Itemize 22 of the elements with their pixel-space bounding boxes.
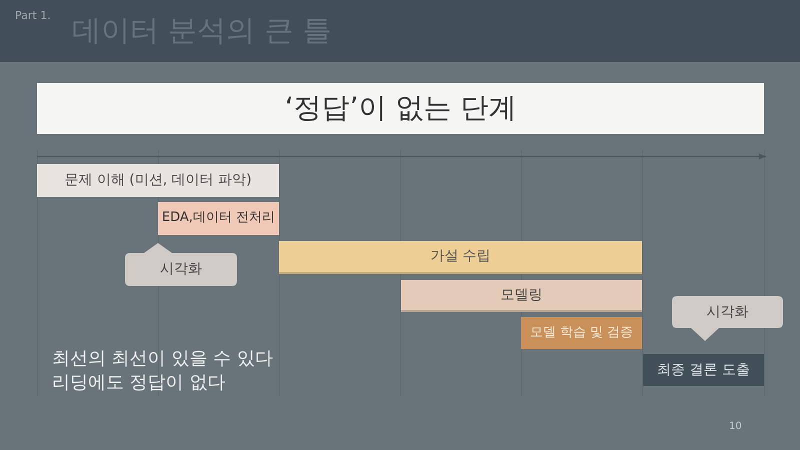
- part-label: Part 1.: [15, 10, 51, 23]
- bar-label: 가설 수립: [430, 248, 491, 265]
- speech-bubble: [125, 243, 237, 286]
- note-text: 최선의 최선이 있을 수 있다: [52, 349, 273, 370]
- gantt-bar: [279, 241, 642, 274]
- note-text: 리딩에도 정답이 없다: [52, 373, 226, 394]
- bar-label: 문제 이해 (미션, 데이터 파악): [64, 172, 252, 189]
- title-banner: [37, 83, 764, 134]
- bar-label: 모델링: [500, 286, 542, 304]
- gantt-bar: [158, 202, 279, 235]
- bubble-label: 시각화: [160, 261, 202, 278]
- speech-bubble: [672, 296, 783, 341]
- bubble-label: 시각화: [706, 304, 748, 320]
- gantt-bar: [521, 317, 642, 349]
- gantt-bar: [37, 164, 279, 197]
- banner-heading: ‘정답’이 없는 단계: [284, 92, 516, 125]
- page-number: 10: [729, 421, 742, 432]
- bar-label: 최종 결론 도출: [657, 362, 750, 378]
- gantt-bar: [401, 280, 642, 312]
- bar-label: 모델 학습 및 검증: [530, 326, 634, 340]
- bar-label: EDA,데이터 전처리: [162, 211, 276, 226]
- gantt-bar: [643, 354, 764, 386]
